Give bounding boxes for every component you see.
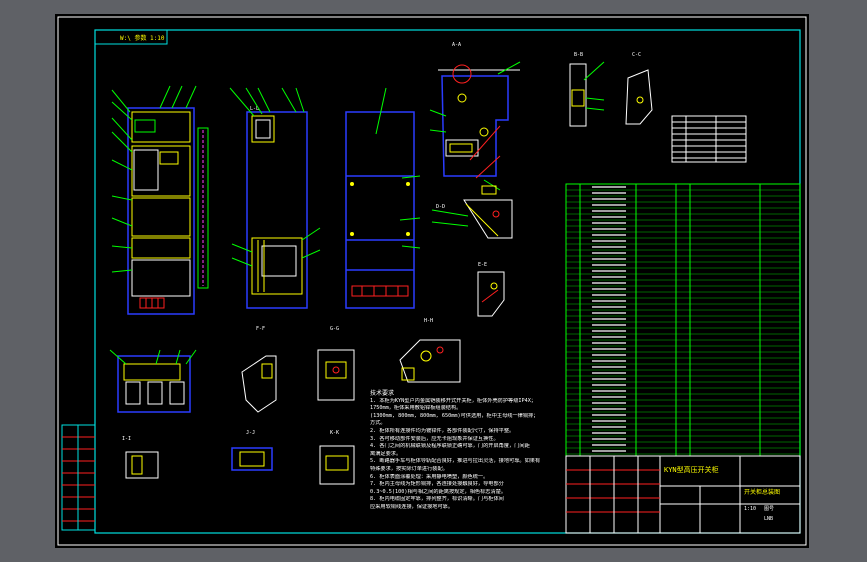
tech-line: 6. 柜体表面涂覆处理：采用静电喷塑，颜色统一。	[370, 473, 489, 480]
section-label: L-L	[250, 106, 259, 112]
tech-line: 1. 本柜为KYN型户内金属铠装移开式开关柜，柜体外壳防护等级IP4X；	[370, 397, 537, 404]
section-label: H-H	[424, 318, 433, 324]
title-block	[565, 455, 801, 534]
drawing-canvas	[55, 14, 809, 548]
lower-detail-3	[317, 349, 355, 401]
section-label: J-J	[246, 430, 255, 436]
tech-line: 5. 断路器手车与柜体导轨配合良好，推进与拉出灵活，接地可靠。如果有	[370, 458, 541, 465]
note-code: LNB	[764, 516, 773, 522]
header-tag	[94, 29, 168, 45]
detail-view-1	[431, 199, 513, 239]
tech-line: 特殊要求，按实际订单进行装配。	[370, 465, 448, 472]
section-label: B-B	[574, 52, 583, 58]
tech-line: 1750mm，柜体采用敷铝锌板组装结构。	[370, 405, 462, 412]
lower-detail-1	[109, 349, 197, 413]
section-label: D-D	[436, 204, 445, 210]
tech-line: 8. 柜内电缆固定牢靠，排列整齐，标识清晰。门与柜体间	[370, 496, 504, 503]
tech-line: 方式。	[370, 420, 386, 427]
tech-requirements: 技术要求 1. 本柜为KYN型户内金属铠装移开式开关柜，柜体外壳防护等级IP4X…	[370, 390, 560, 512]
front-view	[111, 85, 209, 315]
sheet-label: 图号	[764, 506, 774, 512]
section-label: K-K	[330, 430, 339, 436]
lower-detail-2	[241, 355, 277, 413]
tech-lines: 1. 本柜为KYN型户内金属铠装移开式开关柜，柜体外壳防护等级IP4X；1750…	[370, 398, 560, 512]
tech-line: 3. 各可移动部件安装后，应无卡阻现象并保证互换性。	[370, 435, 499, 442]
section-label: A-A	[452, 42, 461, 48]
tech-line: 0.3~0.5(100)相与相之间的距离按规定，相色标志清楚。	[370, 488, 507, 495]
scale-value: 1:10	[744, 506, 756, 512]
outer-frame	[57, 16, 807, 546]
section-label: G-G	[330, 326, 339, 332]
tech-line: 7. 柜内主母线为矩形铜排，各连接处接触良好，导电部分	[370, 481, 504, 488]
tech-line: 2. 柜体所有连接件均为镀锌件，各部件装配尺寸，保持平整。	[370, 427, 515, 434]
section-detail-main	[429, 61, 521, 195]
tech-line: 离满足要求。	[370, 450, 402, 457]
revision-column	[61, 424, 96, 531]
parts-list	[565, 183, 801, 457]
tech-line: 应采用软铜线连接，保证接地可靠。	[370, 503, 454, 510]
drawing-name: KYN型高压开关柜	[664, 465, 719, 474]
lower-detail-4	[399, 339, 461, 383]
param-table	[671, 115, 747, 163]
detail-view-2	[477, 271, 505, 317]
tech-line: (1300mm, 800mm, 800mm, 650mm)可供选用，柜中主母线一…	[370, 412, 539, 419]
section-label: F-F	[256, 326, 265, 332]
section-label: C-C	[632, 52, 641, 58]
side-view	[229, 87, 321, 309]
section-label: E-E	[478, 262, 487, 268]
rear-view	[345, 87, 421, 309]
section-labels: A-A B-B C-C D-D E-E F-F G-G H-H I-I J-J K-K L-L	[122, 42, 641, 442]
header-text: W:\ 参数 1:10	[120, 34, 165, 42]
tech-line: 4. 各门之间的机械联锁及程序联锁正确可靠，门的开启角度，门间距	[370, 443, 530, 450]
part-name: 开关柜总装图	[744, 488, 780, 496]
section-label: I-I	[122, 436, 131, 442]
lower-detail-5	[125, 445, 355, 485]
tech-heading: 技术要求	[370, 390, 395, 397]
detail-view-3	[569, 61, 653, 127]
